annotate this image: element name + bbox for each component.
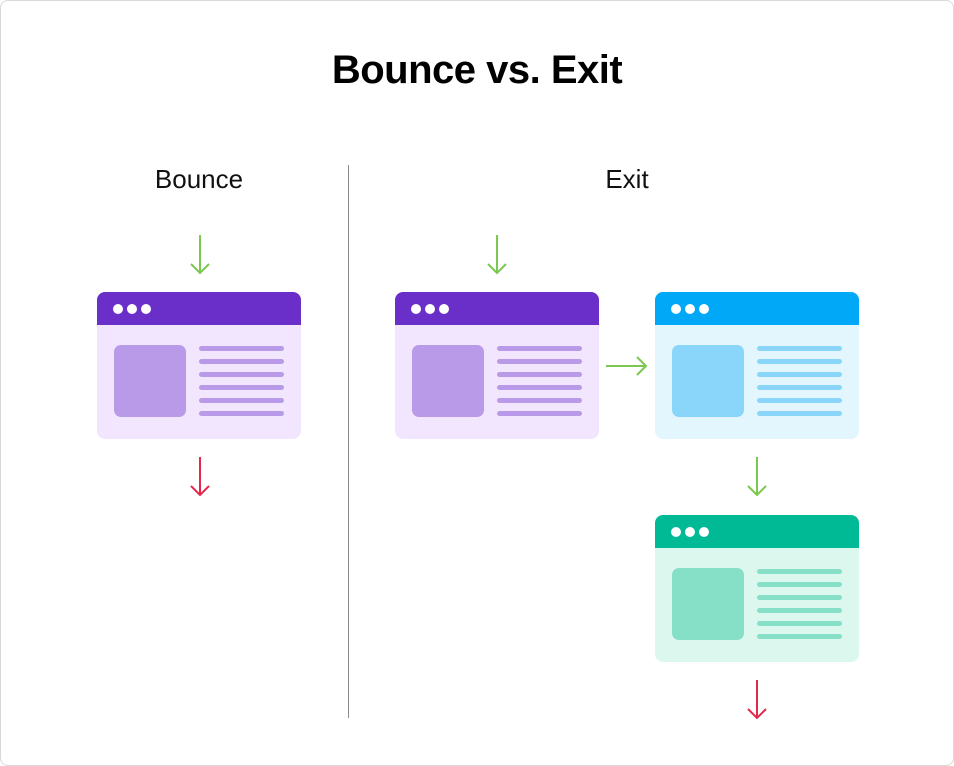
arrow-down-enter-icon xyxy=(487,235,507,275)
window-dot-icon xyxy=(127,304,137,314)
text-line xyxy=(497,346,582,351)
window-dot-icon xyxy=(685,527,695,537)
webpage-card-bounce xyxy=(97,292,301,439)
text-line xyxy=(757,582,842,587)
window-dot-icon xyxy=(411,304,421,314)
window-dot-icon xyxy=(113,304,123,314)
page-title: Bounce vs. Exit xyxy=(331,48,623,92)
window-dot-icon xyxy=(699,527,709,537)
browser-header xyxy=(655,515,859,548)
image-placeholder-icon xyxy=(412,345,484,417)
text-line xyxy=(757,634,842,639)
text-line xyxy=(757,346,842,351)
window-dot-icon xyxy=(141,304,151,314)
window-dot-icon xyxy=(425,304,435,314)
text-line xyxy=(199,346,284,351)
text-line xyxy=(199,411,284,416)
webpage-card-exit-3 xyxy=(655,515,859,662)
text-line xyxy=(199,372,284,377)
arrow-down-enter-icon xyxy=(190,235,210,275)
text-line xyxy=(757,595,842,600)
image-placeholder-icon xyxy=(672,345,744,417)
text-line xyxy=(757,372,842,377)
window-dot-icon xyxy=(685,304,695,314)
text-line xyxy=(497,359,582,364)
window-dot-icon xyxy=(699,304,709,314)
window-dot-icon xyxy=(671,304,681,314)
webpage-card-exit-1 xyxy=(395,292,599,439)
arrow-right-icon xyxy=(606,356,648,376)
text-line xyxy=(497,372,582,377)
window-dot-icon xyxy=(439,304,449,314)
browser-header xyxy=(97,292,301,325)
column-divider xyxy=(348,165,349,718)
text-line xyxy=(497,385,582,390)
browser-header xyxy=(395,292,599,325)
webpage-card-exit-2 xyxy=(655,292,859,439)
bounce-column-label: Bounce xyxy=(154,164,244,194)
text-line xyxy=(757,411,842,416)
text-line xyxy=(497,398,582,403)
text-line xyxy=(199,385,284,390)
text-line xyxy=(757,385,842,390)
arrow-down-continue-icon xyxy=(747,457,767,497)
arrow-down-leave-icon xyxy=(747,680,767,720)
image-placeholder-icon xyxy=(672,568,744,640)
text-line xyxy=(199,398,284,403)
arrow-down-leave-icon xyxy=(190,457,210,497)
text-line xyxy=(757,608,842,613)
text-line xyxy=(497,411,582,416)
text-line xyxy=(757,359,842,364)
text-line xyxy=(757,398,842,403)
text-line xyxy=(199,359,284,364)
browser-header xyxy=(655,292,859,325)
image-placeholder-icon xyxy=(114,345,186,417)
text-line xyxy=(757,569,842,574)
window-dot-icon xyxy=(671,527,681,537)
exit-column-label: Exit xyxy=(605,164,649,194)
text-line xyxy=(757,621,842,626)
